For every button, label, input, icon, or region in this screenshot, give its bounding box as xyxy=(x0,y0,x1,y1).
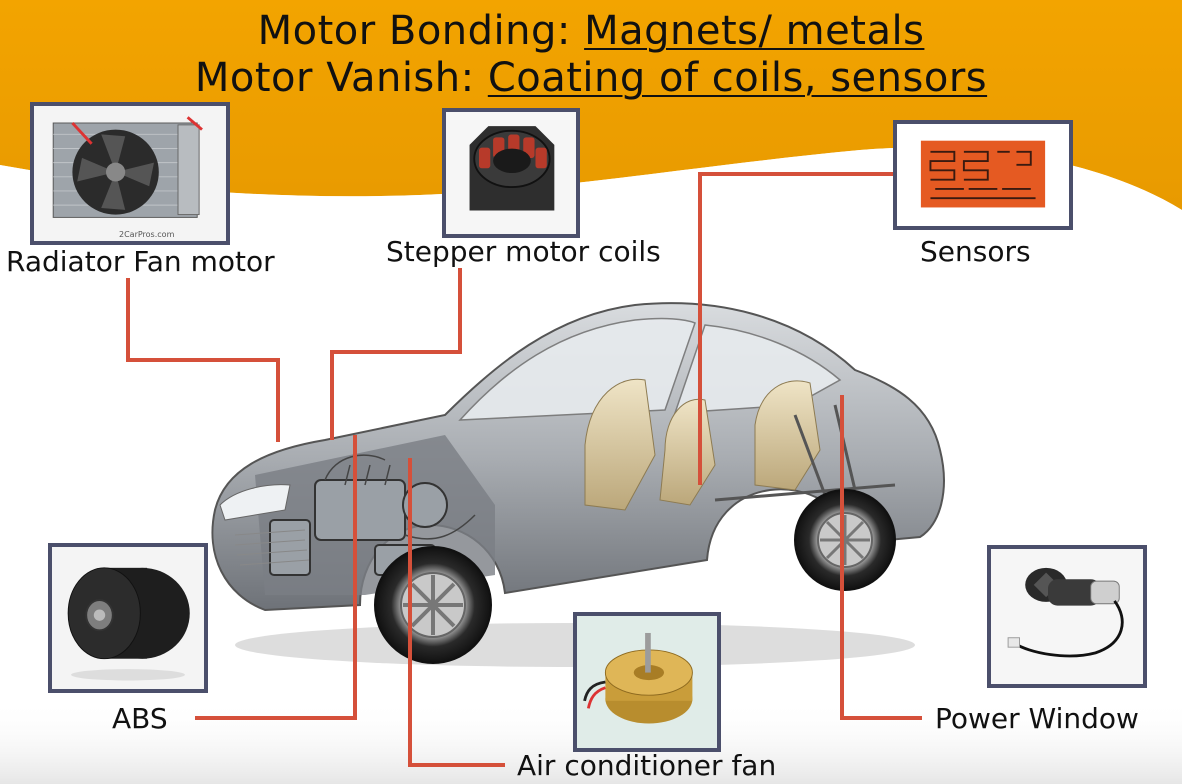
sensors-thumbnail xyxy=(893,120,1073,230)
abs-motor-photo-icon xyxy=(52,547,204,689)
stepper-label: Stepper motor coils xyxy=(386,235,661,268)
title-line-bonding: Motor Bonding: Magnets/ metals xyxy=(0,8,1182,54)
title-vanish-prefix: Motor Vanish: xyxy=(194,55,488,101)
ac-fan-motor-photo-icon xyxy=(577,616,717,748)
stepper-coil-photo-icon xyxy=(446,112,576,234)
title-line-vanish: Motor Vanish: Coating of coils, sensors xyxy=(0,55,1182,101)
title-vanish-emph: Coating of coils, sensors xyxy=(487,55,988,101)
power-window-label: Power Window xyxy=(935,702,1139,735)
abs-thumbnail xyxy=(48,543,208,693)
sensors-label: Sensors xyxy=(920,235,1031,268)
title-bonding-prefix: Motor Bonding: xyxy=(257,8,585,54)
radiator-fan-photo-icon xyxy=(34,106,226,241)
ac-fan-label: Air conditioner fan xyxy=(517,749,777,782)
power-window-thumbnail xyxy=(987,545,1147,688)
stepper-thumbnail xyxy=(442,108,580,238)
title-bonding-emph: Magnets/ metals xyxy=(584,8,925,54)
radiator-fan-label: Radiator Fan motor xyxy=(6,245,275,278)
radiator-fan-thumbnail: 2CarPros.com xyxy=(30,102,230,245)
abs-label: ABS xyxy=(112,702,168,735)
radiator-fan-photo-caption: 2CarPros.com xyxy=(119,230,175,239)
strain-gauge-photo-icon xyxy=(897,124,1069,226)
window-motor-photo-icon xyxy=(991,549,1143,684)
ac-fan-thumbnail xyxy=(573,612,721,752)
